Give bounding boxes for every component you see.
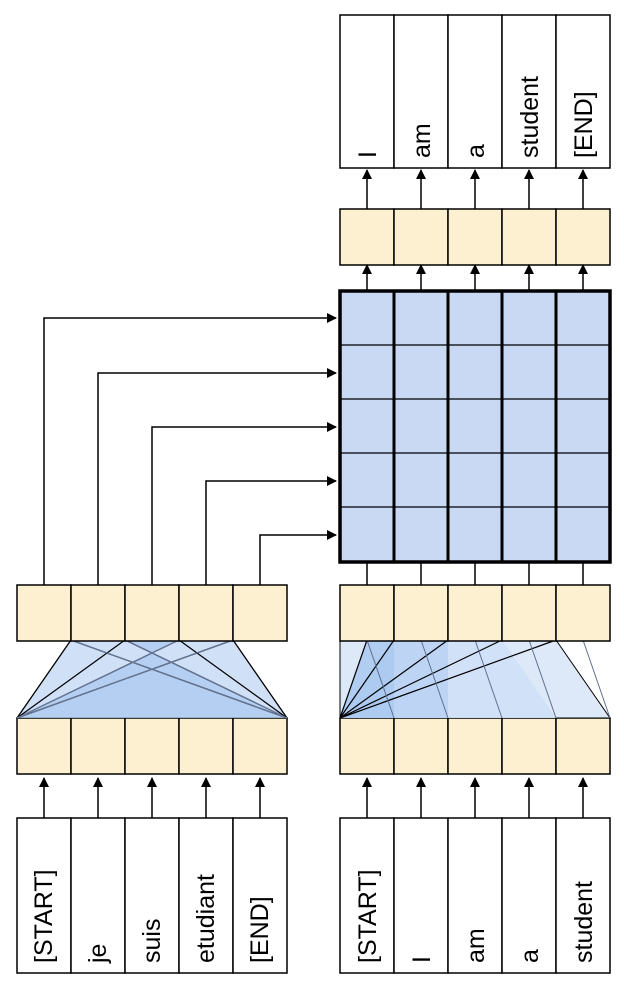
output-token-label: student: [516, 76, 544, 158]
decoder-embedding-row: [339, 717, 611, 775]
encoder-self-attention-fan: [16, 639, 288, 719]
output-token-box: [339, 14, 395, 169]
encoder-input-tokens: [START] je suis etudiant [END]: [16, 817, 288, 974]
decoder-input-arrows: [362, 777, 588, 818]
decoder-token-box: [555, 817, 611, 974]
encoder-token-box: [70, 817, 126, 974]
encoder-token-box: [232, 817, 288, 974]
decoder-to-cross-attention-connectors: [366, 563, 584, 585]
decoder-output-tokens: I am a student [END]: [339, 14, 611, 169]
output-token-label: I: [354, 151, 382, 158]
output-token-box: [447, 14, 503, 169]
decoder-input-label: am: [462, 928, 490, 963]
cross-attention-grid: [338, 289, 612, 564]
decoder-output-row: [339, 208, 611, 266]
decoder-input-label: a: [516, 949, 544, 963]
decoder-input-label: student: [570, 881, 598, 963]
encoder-token-label: [START]: [30, 869, 58, 963]
output-token-box: [555, 14, 611, 169]
decoder-input-tokens: [START] I am a student: [339, 817, 611, 974]
output-token-label: a: [462, 144, 490, 158]
encoder-token-label: [END]: [246, 896, 274, 963]
encoder-token-label: etudiant: [192, 874, 220, 963]
encoder-embedding-row: [16, 717, 288, 775]
encoder-output-row: [16, 584, 288, 642]
output-token-box: [393, 14, 449, 169]
decoder-input-label: [START]: [354, 869, 382, 963]
cross-attention-output-arrows: [362, 264, 588, 291]
encoder-token-box: [16, 817, 72, 974]
decoder-input-label: I: [408, 956, 436, 963]
encoder-input-arrows: [39, 777, 265, 818]
output-token-label: [END]: [570, 91, 598, 158]
decoder-output-arrows: [362, 169, 588, 209]
output-token-box: [501, 14, 557, 169]
output-token-label: am: [408, 123, 436, 158]
encoder-token-label: suis: [138, 919, 166, 963]
decoder-causal-attention-fan: [339, 639, 611, 719]
decoder-self-attention-row: [339, 584, 611, 642]
encoder-to-cross-attention-connectors: [43, 313, 337, 585]
decoder-token-box: [393, 817, 449, 974]
decoder-token-box: [501, 817, 557, 974]
encoder-token-label: je: [84, 944, 112, 964]
